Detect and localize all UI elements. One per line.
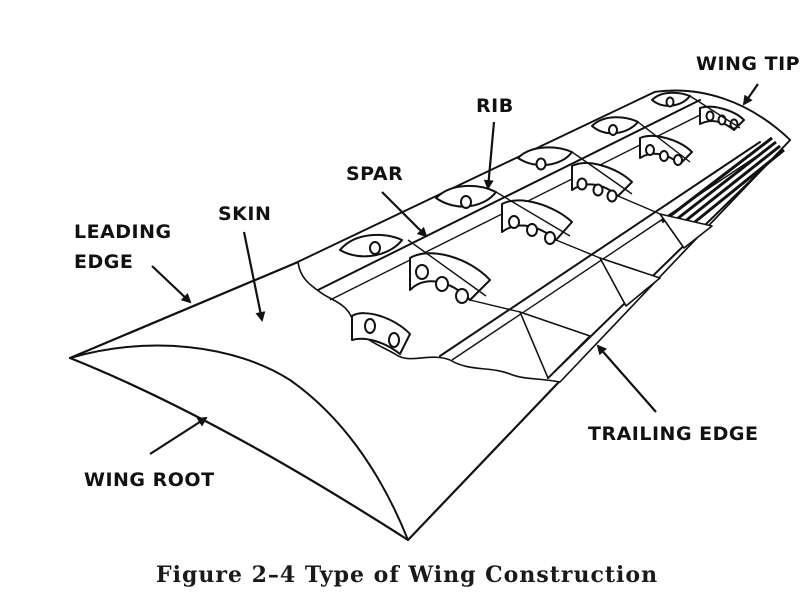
- middle-spar-flange: [451, 149, 767, 361]
- wing-root-airfoil: [69, 344, 409, 541]
- label-spar-text: SPAR: [346, 163, 403, 185]
- middle-spar: [439, 141, 761, 357]
- label-spar: SPAR: [346, 163, 428, 238]
- rib: [435, 184, 497, 209]
- rib: [517, 146, 573, 171]
- rib: [571, 162, 633, 203]
- label-trailing-edge: TRAILING EDGE: [588, 344, 758, 445]
- label-leading-edge-line1: LEADING: [74, 221, 172, 243]
- label-skin: SKIN: [218, 203, 271, 322]
- cutaway-structure: [297, 89, 791, 383]
- rib: [339, 233, 403, 258]
- label-rib: RIB: [476, 95, 514, 190]
- rib: [409, 252, 491, 304]
- label-trailing-edge-text: TRAILING EDGE: [588, 423, 758, 445]
- front-spar: [317, 99, 701, 291]
- cutaway-region: [297, 89, 791, 383]
- label-skin-text: SKIN: [218, 203, 271, 225]
- label-rib-text: RIB: [476, 95, 514, 117]
- label-wing-tip: WING TIP: [696, 53, 800, 106]
- label-wing-root-text: WING ROOT: [84, 469, 215, 491]
- rib: [351, 312, 411, 355]
- bay-lines: [407, 95, 741, 313]
- label-wing-root: WING ROOT: [84, 416, 215, 491]
- figure-caption: Figure 2–4 Type of Wing Construction: [156, 562, 658, 588]
- label-leading-edge-line2: EDGE: [74, 251, 133, 273]
- ribs: [339, 91, 745, 379]
- label-leading-edge: LEADING EDGE: [74, 221, 192, 304]
- label-wing-tip-text: WING TIP: [696, 53, 800, 75]
